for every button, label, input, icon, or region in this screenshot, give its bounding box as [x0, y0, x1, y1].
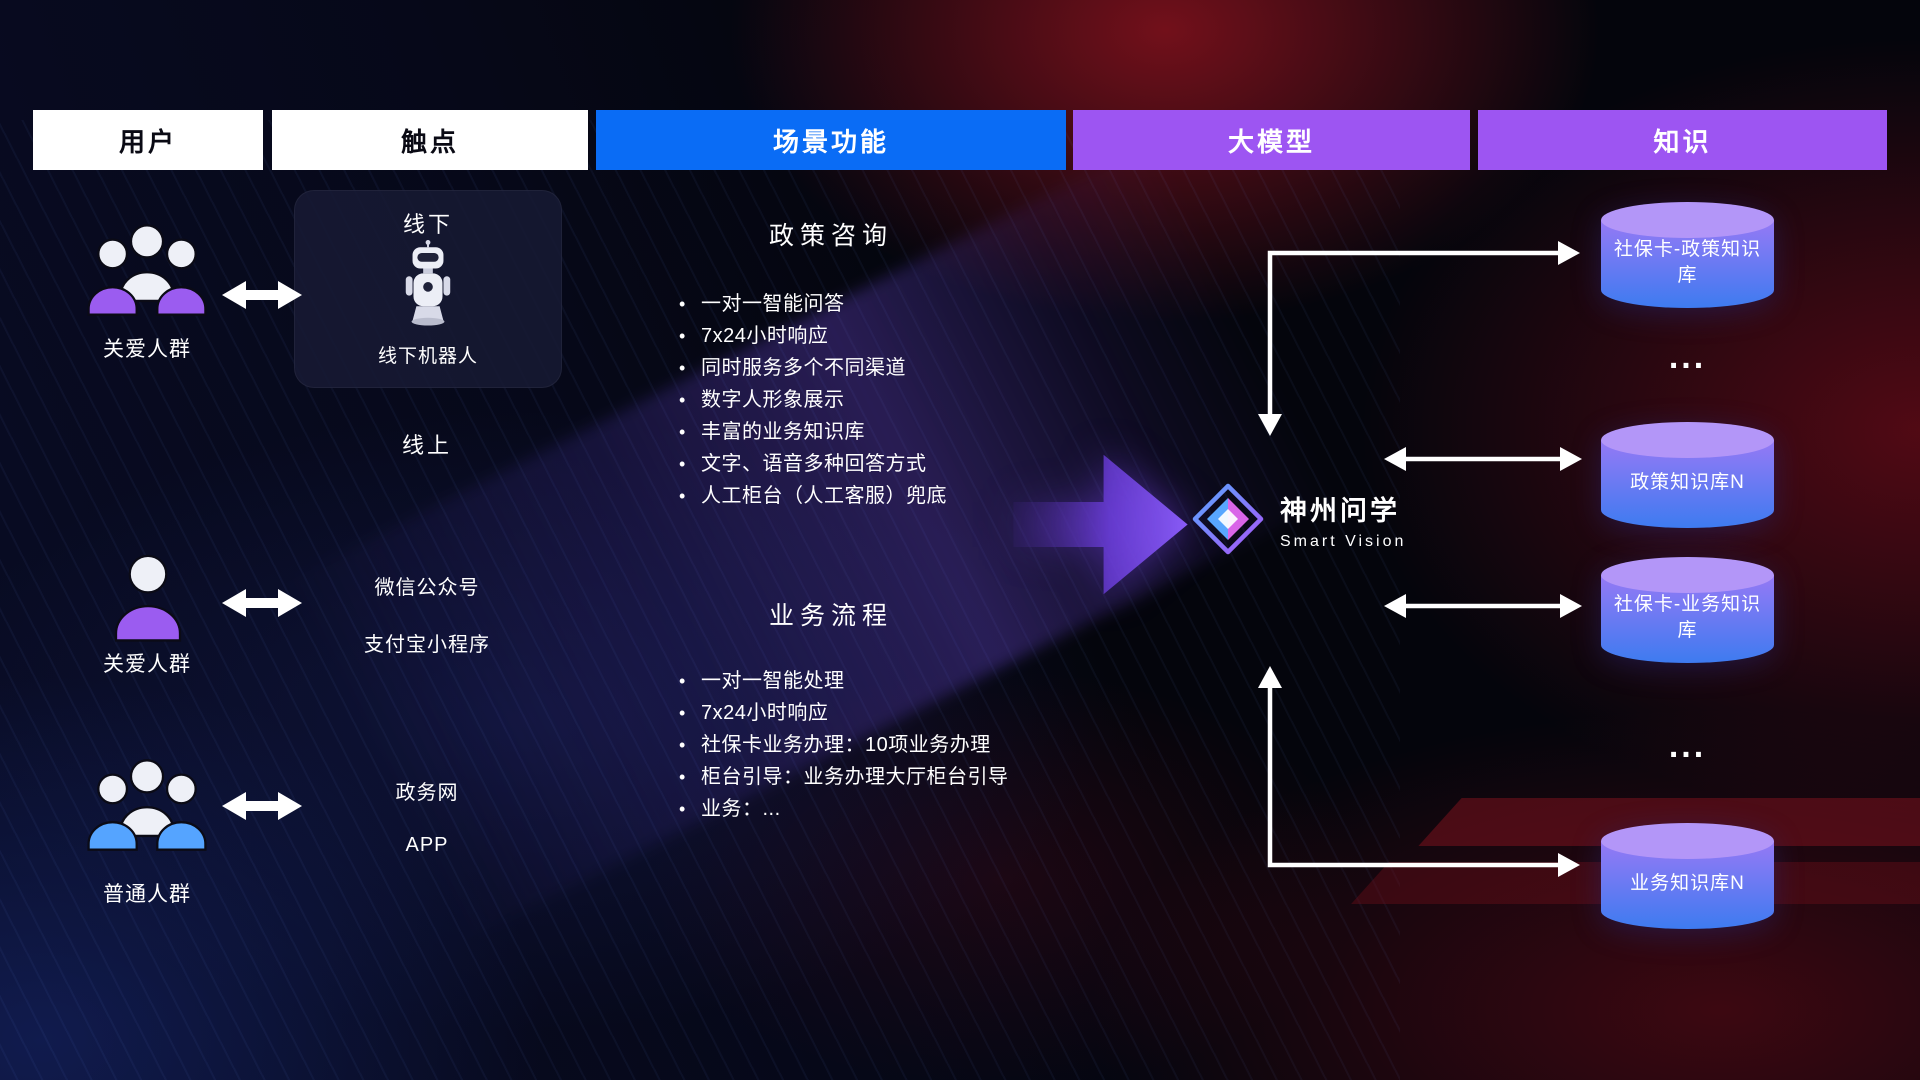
alipay-label: 支付宝小程序	[364, 634, 490, 656]
model-subtitle: Smart Vision	[1280, 533, 1407, 550]
knowledge-db-policy-n: 政策知识库N	[1601, 422, 1774, 528]
model-name: 神州问学	[1280, 496, 1400, 526]
scenario-policy-item: 一对一智能问答	[677, 288, 947, 320]
header-label-touchpoint: 触点	[400, 126, 459, 157]
user-group-label: 关爱人群	[103, 338, 191, 361]
group-people-icon	[84, 218, 210, 322]
knowledge-db-label: 政策知识库N	[1630, 472, 1745, 494]
scenario-business-item: 社保卡业务办理：10项业务办理	[677, 729, 1009, 761]
flow-arrow-icon	[1013, 422, 1188, 632]
knowledge-ellipsis-bottom: ...	[1668, 727, 1707, 765]
gov-web-label: 政务网	[395, 782, 459, 804]
model-logo: 神州问学 Smart Vision	[1192, 483, 1406, 555]
diamond-logo-icon	[1192, 483, 1264, 555]
scenario-policy-list: 一对一智能问答 7x24小时响应 同时服务多个不同渠道 数字人形象展示 丰富的业…	[677, 288, 947, 512]
knowledge-db-label: 社保卡-业务知识库	[1613, 594, 1762, 641]
header-label-scenario: 场景功能	[772, 126, 889, 157]
scenario-title-policy: 政策咨询	[768, 222, 893, 250]
scenario-policy-item: 丰富的业务知识库	[677, 416, 947, 448]
header-column-user: 用户	[33, 110, 263, 170]
scenario-policy-item: 7x24小时响应	[677, 320, 947, 352]
robot-icon	[399, 239, 457, 332]
knowledge-ellipsis-top: ...	[1668, 338, 1707, 376]
header-label-user: 用户	[118, 126, 177, 157]
scenario-business-item: 7x24小时响应	[677, 697, 1009, 729]
header-column-scenario: 场景功能	[596, 110, 1066, 170]
user-single-label: 关爱人群	[103, 653, 191, 676]
offline-robot-label: 线下机器人	[377, 346, 478, 367]
offline-title: 线下	[402, 212, 453, 237]
knowledge-db-business-sscard: 社保卡-业务知识库	[1601, 557, 1774, 663]
knowledge-db-label: 社保卡-政策知识库	[1613, 239, 1762, 286]
wechat-label: 微信公众号	[374, 577, 480, 599]
scenario-policy-item: 人工柜台（人工客服）兜底	[677, 480, 947, 512]
scenario-policy-item: 数字人形象展示	[677, 384, 947, 416]
single-person-icon	[108, 551, 188, 643]
header-column-touchpoint: 触点	[272, 110, 588, 170]
header-label-model: 大模型	[1227, 126, 1315, 157]
scenario-business-item: 一对一智能处理	[677, 665, 1009, 697]
scenario-business-list: 一对一智能处理 7x24小时响应 社保卡业务办理：10项业务办理 柜台引导：业务…	[677, 665, 1009, 825]
scenario-policy-item: 文字、语音多种回答方式	[677, 448, 947, 480]
offline-robot-card: 线下 线下机器人	[294, 190, 562, 388]
scenario-title-business: 业务流程	[768, 602, 893, 630]
header-column-knowledge: 知识	[1478, 110, 1887, 170]
knowledge-db-label: 业务知识库N	[1630, 873, 1745, 895]
knowledge-db-policy-sscard: 社保卡-政策知识库	[1601, 202, 1774, 308]
user-normal-label: 普通人群	[103, 883, 191, 906]
scenario-business-item: 柜台引导：业务办理大厅柜台引导	[677, 761, 1009, 793]
scenario-policy-item: 同时服务多个不同渠道	[677, 352, 947, 384]
scenario-business-item: 业务：...	[677, 793, 1009, 825]
knowledge-db-business-n: 业务知识库N	[1601, 823, 1774, 929]
header-label-knowledge: 知识	[1653, 126, 1712, 157]
online-title: 线上	[401, 433, 452, 458]
header-column-model: 大模型	[1073, 110, 1470, 170]
group-people-blue-icon	[84, 753, 210, 857]
app-label: APP	[405, 834, 449, 856]
